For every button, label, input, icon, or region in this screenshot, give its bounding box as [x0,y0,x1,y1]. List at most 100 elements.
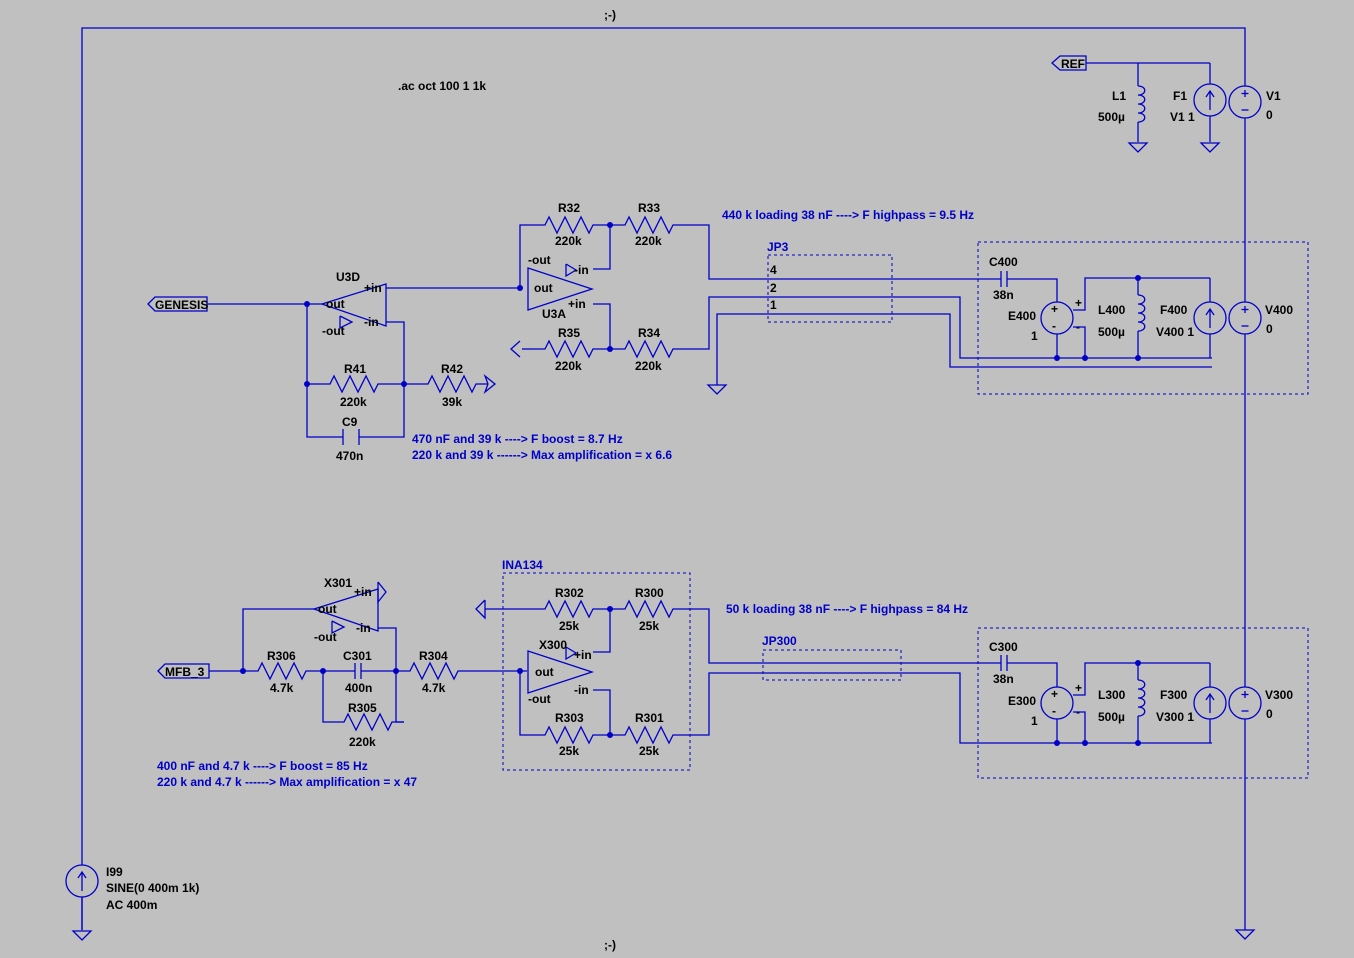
inductor-l1-symbol [1137,85,1146,123]
r33-name: R33 [638,201,660,215]
c9-value: 470n [336,449,363,463]
resistor-r35-symbol [532,340,606,358]
r303-name: R303 [555,711,584,725]
i99-name: I99 [106,865,123,879]
c400-name: C400 [989,255,1018,269]
resistor-r42-symbol [415,375,489,393]
ref-block: REF L1 500µ F1 V1 1 V1 0 [1051,55,1281,153]
top-ampl-note: 220 k and 39 k ------> Max amplification… [412,448,672,462]
r302-value: 25k [559,619,579,633]
r34-value: 220k [635,359,662,373]
r306-name: R306 [267,649,296,663]
u3a-minus-out: -out [528,253,551,267]
resistor-r303-symbol [532,726,606,744]
frame-bottom-label: ;-) [604,938,616,952]
r303-value: 25k [559,744,579,758]
c300-name: C300 [989,640,1018,654]
mfb-label: MFB_3 [165,665,205,679]
f1-name: F1 [1173,89,1187,103]
jp300-name: JP300 [762,634,797,648]
current-source-f300-symbol [1193,686,1227,720]
v400-value: 0 [1266,322,1273,336]
r34-name: R34 [638,326,660,340]
r300-name: R300 [635,586,664,600]
e300-plus: + [1051,687,1058,701]
voltage-source-v1-symbol [1228,85,1262,119]
jp3-pin-2: 2 [770,281,777,295]
v400-name: V400 [1265,303,1293,317]
e300-minus: - [1052,704,1056,718]
r302-name: R302 [555,586,584,600]
bottom-ampl-note: 220 k and 4.7 k ------> Max amplificatio… [157,775,417,789]
x300-out: out [535,665,554,679]
x300-minus-in: -in [574,683,589,697]
u3a-out: out [534,281,553,295]
spice-directive: .ac oct 100 1 1k [398,79,486,93]
jp3-pin-1: 1 [770,298,777,312]
v300-value: 0 [1266,707,1273,721]
c400-value: 38n [993,288,1014,302]
r300-value: 25k [639,619,659,633]
l400-name: L400 [1098,303,1126,317]
current-source-f1-symbol [1193,83,1227,117]
l300-value: 500µ [1098,710,1125,724]
e300-ctrl-plus: + [1075,681,1082,695]
jumper-jp300[interactable] [762,649,902,681]
resistor-r300-symbol [612,600,686,618]
x301-plus-in: +in [354,585,372,599]
l300-name: L300 [1098,688,1126,702]
x301-name: X301 [324,576,352,590]
r41-value: 220k [340,395,367,409]
ground-icon [72,930,92,941]
e400-minus: - [1052,319,1056,333]
ref-label: REF [1061,57,1085,71]
ina134-name: INA134 [502,558,543,572]
u3a-minus-in: -in [574,263,589,277]
e400-value: 1 [1031,329,1038,343]
resistor-r306-symbol [245,662,319,680]
r304-name: R304 [419,649,448,663]
c300-value: 38n [993,672,1014,686]
u3d-out: out [326,297,345,311]
bottom-highpass-note: 50 k loading 38 nF ----> F highpass = 84… [726,602,968,616]
resistor-r301-symbol [612,726,686,744]
r32-name: R32 [558,201,580,215]
ground-icon [707,384,727,395]
i99-func: SINE(0 400m 1k) [106,881,199,895]
v1-value: 0 [1266,108,1273,122]
c301-value: 400n [345,681,372,695]
resistor-r32-symbol [532,216,606,234]
resistor-r302-symbol [532,600,606,618]
e300-value: 1 [1031,714,1038,728]
top-boost-note: 470 nF and 39 k ----> F boost = 8.7 Hz [412,432,623,446]
jumper-jp3[interactable] [767,254,893,323]
l1-name: L1 [1112,89,1126,103]
x301-out: out [318,602,337,616]
u3d-minus-in: -in [364,315,379,329]
voltage-source-v300-symbol [1228,686,1262,720]
v300-name: V300 [1265,688,1293,702]
f1-value: V1 1 [1170,110,1195,124]
inductor-l300-symbol [1137,679,1146,717]
u3a-plus-in: +in [568,297,586,311]
current-source-i99: I99 SINE(0 400m 1k) AC 400m [65,864,199,941]
ground-icon [1200,142,1220,153]
r42-value: 39k [442,395,462,409]
resistor-r304-symbol [397,662,471,680]
e300-name: E300 [1008,694,1036,708]
l400-value: 500µ [1098,325,1125,339]
current-source-i99-symbol [65,864,99,898]
jp3-pin-4: 4 [770,263,777,277]
top-highpass-note: 440 k loading 38 nF ----> F highpass = 9… [722,208,974,222]
frame: ;-) ;-) [81,8,1246,952]
l1-value: 500µ [1098,110,1125,124]
c301-name: C301 [343,649,372,663]
r305-value: 220k [349,735,376,749]
x301-minus-in: -in [356,621,371,635]
x300-name: X300 [539,638,567,652]
current-source-f400-symbol [1193,301,1227,335]
r41-name: R41 [344,362,366,376]
r42-name: R42 [441,362,463,376]
e400-name: E400 [1008,309,1036,323]
